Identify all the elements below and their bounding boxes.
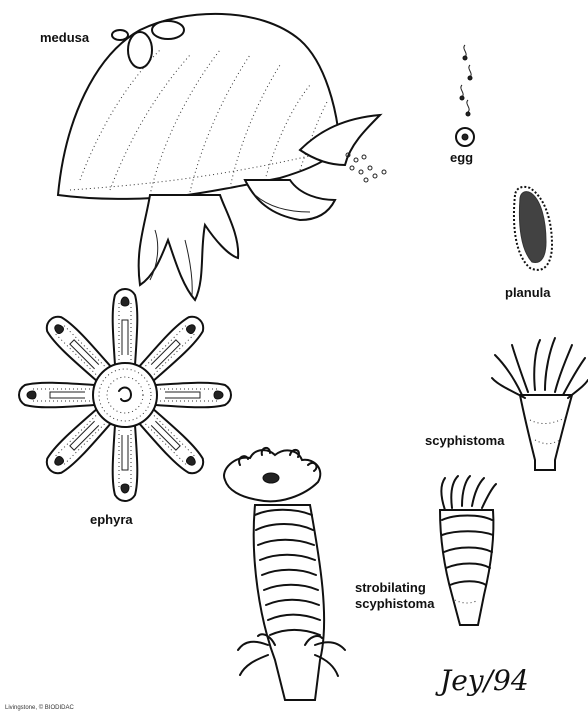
- egg-illustration: [456, 45, 474, 146]
- medusa-illustration: [58, 14, 386, 300]
- strobila-small-illustration: [440, 476, 496, 625]
- scyphistoma-illustration: [492, 338, 588, 470]
- label-scyphistoma: scyphistoma: [425, 433, 504, 448]
- label-egg: egg: [450, 150, 473, 165]
- credit-text: Livingstone, © BIODIDAC: [5, 705, 74, 711]
- artist-signature: Jey/94: [440, 664, 529, 697]
- ephyra-illustration: [19, 289, 231, 501]
- label-medusa: medusa: [40, 30, 89, 45]
- planula-illustration: [514, 187, 552, 270]
- label-ephyra: ephyra: [90, 512, 133, 527]
- label-planula: planula: [505, 285, 551, 300]
- label-strobilating-line1: strobilating: [355, 580, 426, 595]
- strobila-large-illustration: [224, 448, 345, 700]
- label-strobilating-line2: scyphistoma: [355, 596, 434, 611]
